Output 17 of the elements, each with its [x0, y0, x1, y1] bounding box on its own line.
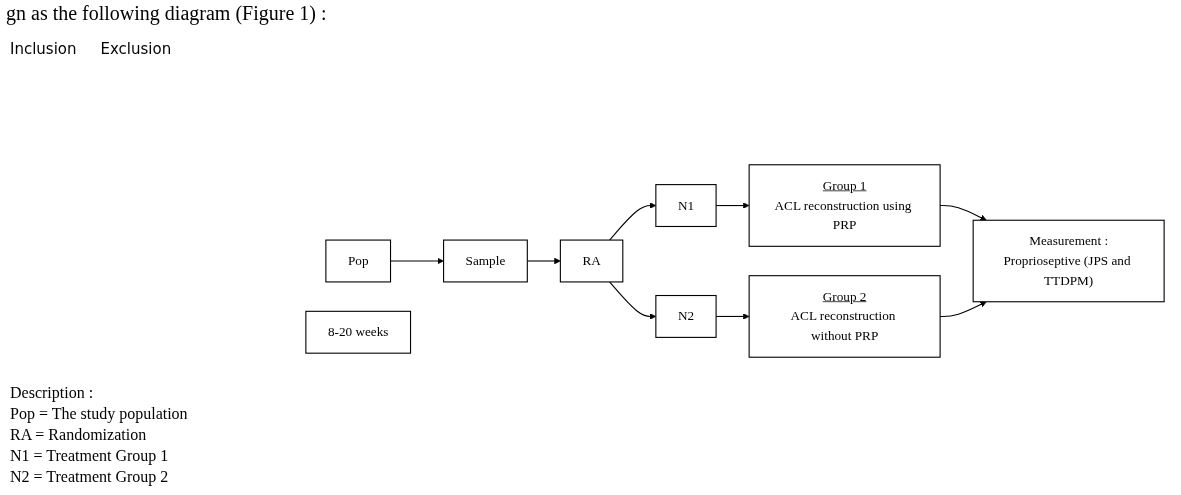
node-box: Measurement : Proprioseptive (JPS and TTDPM) [972, 219, 1165, 303]
node-box: Sample [443, 239, 528, 283]
edge-note: Inclusion [10, 40, 77, 58]
body-text: gn as the following diagram (Figure 1) : [6, 2, 327, 25]
node-box: 8-20 weeks [305, 310, 412, 354]
description-line: Pop = The study population [10, 404, 188, 424]
node-box: RA [559, 239, 624, 283]
description-line: RA = Randomization [10, 425, 148, 445]
node-box: N2 [655, 294, 717, 338]
node-box: Group 1 ACL reconstruction using PRP [748, 164, 941, 247]
node-box: Pop [325, 239, 392, 283]
node-box: Group 2 ACL reconstruction without PRP [748, 275, 941, 358]
description-line: N1 = Treatment Group 1 [10, 446, 170, 466]
edge-note: Exclusion [100, 40, 172, 58]
node-box: N1 [655, 184, 717, 228]
description-line: N2 = Treatment Group 2 [10, 467, 170, 487]
description-heading: Description : [10, 383, 95, 403]
